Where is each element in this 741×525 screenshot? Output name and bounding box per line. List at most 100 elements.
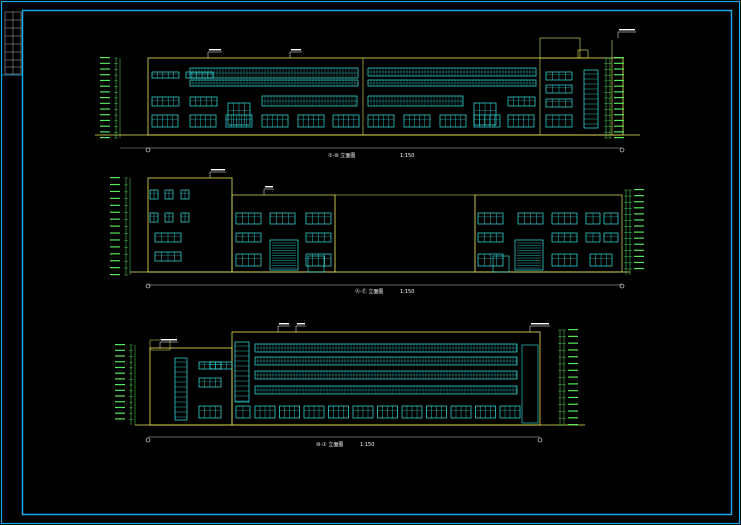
- level-label: [614, 137, 624, 139]
- window: [185, 71, 214, 79]
- level-label: [115, 372, 125, 374]
- level-label: [634, 261, 644, 264]
- level-label: [115, 395, 125, 397]
- annotation-text: [279, 323, 289, 325]
- level-label: [568, 376, 578, 378]
- level-label: [634, 225, 644, 227]
- level-label: [634, 213, 644, 215]
- inner-frame: [21, 9, 733, 516]
- window: [439, 114, 467, 128]
- elevation-2-scale: 1:150: [400, 289, 414, 295]
- window: [151, 114, 179, 128]
- elevation-1: [95, 29, 640, 153]
- level-label: [634, 249, 644, 251]
- level-label: [100, 97, 110, 99]
- level-label: [614, 85, 624, 87]
- entrance-door: [307, 255, 325, 273]
- level-label: [568, 356, 578, 358]
- level-label: [100, 74, 110, 76]
- level-label: [634, 219, 644, 221]
- level-label: [110, 197, 120, 199]
- level-label: [568, 369, 578, 371]
- side-window-column: [521, 344, 539, 424]
- level-label: [110, 232, 120, 234]
- level-label: [115, 401, 125, 403]
- level-label: [115, 378, 125, 380]
- grid-axis-bubble: [537, 437, 543, 443]
- annotation-text: [211, 169, 225, 171]
- elevation-3-scale: 1:150: [360, 442, 374, 448]
- level-label: [568, 335, 578, 337]
- window: [367, 114, 395, 128]
- level-label: [115, 366, 125, 369]
- level-label: [634, 195, 644, 197]
- level-label: [110, 204, 120, 206]
- level-label: [614, 102, 624, 104]
- level-label: [614, 62, 624, 64]
- window: [189, 114, 217, 128]
- level-label: [614, 114, 624, 116]
- level-label: [115, 406, 125, 409]
- level-label: [634, 237, 644, 239]
- annotation-text: [619, 29, 635, 31]
- level-label: [115, 355, 125, 357]
- level-label: [568, 383, 578, 385]
- elevation-3-title: ⑩-① 立面图: [316, 441, 343, 448]
- garage-door: [269, 239, 299, 271]
- annotation-text: [209, 49, 221, 51]
- level-label: [110, 267, 120, 269]
- level-label: [568, 349, 578, 351]
- annotation-text: [531, 323, 549, 325]
- level-label: [614, 68, 624, 70]
- level-label: [110, 260, 120, 262]
- level-label: [568, 417, 578, 419]
- tower-block: [147, 177, 233, 273]
- level-label: [100, 119, 110, 122]
- level-label: [614, 125, 624, 127]
- level-label: [614, 74, 624, 76]
- level-label: [100, 102, 110, 104]
- level-label: [115, 418, 125, 420]
- window: [151, 96, 180, 107]
- elevation-3: [115, 323, 585, 443]
- level-label: [115, 389, 125, 391]
- building-outline: [147, 57, 624, 136]
- level-label: [115, 344, 125, 346]
- level-label: [100, 91, 110, 93]
- window: [403, 114, 431, 128]
- level-label: [568, 342, 578, 344]
- window: [507, 114, 535, 128]
- grid-axis-bubble: [145, 147, 151, 153]
- level-label: [634, 255, 644, 257]
- level-label: [110, 274, 120, 276]
- level-label: [568, 424, 578, 426]
- level-label: [634, 231, 644, 233]
- level-label: [614, 119, 624, 122]
- level-label: [634, 267, 644, 270]
- level-label: [568, 362, 578, 365]
- level-label: [110, 253, 120, 255]
- garage-door: [514, 239, 544, 271]
- grid-axis-bubble: [619, 147, 625, 153]
- grid-axis-bubble: [145, 437, 151, 443]
- elevation-2-title: Ⓐ-Ⓔ 立面图: [355, 288, 383, 295]
- level-label: [614, 108, 624, 110]
- level-label: [568, 329, 578, 331]
- grid-axis-bubble: [619, 283, 625, 289]
- window: [261, 114, 289, 128]
- level-label: [614, 97, 624, 99]
- low-block: [149, 347, 233, 426]
- level-label: [100, 108, 110, 110]
- level-label: [614, 131, 624, 133]
- level-label: [100, 131, 110, 133]
- level-label: [100, 68, 110, 70]
- level-label: [100, 125, 110, 127]
- level-label: [110, 225, 120, 227]
- level-label: [100, 137, 110, 139]
- window: [297, 114, 325, 128]
- level-label: [110, 239, 120, 241]
- elevation-1-title: ①-⑩ 立面图: [328, 152, 355, 159]
- elevation-2: [110, 169, 644, 289]
- level-label: [115, 412, 125, 414]
